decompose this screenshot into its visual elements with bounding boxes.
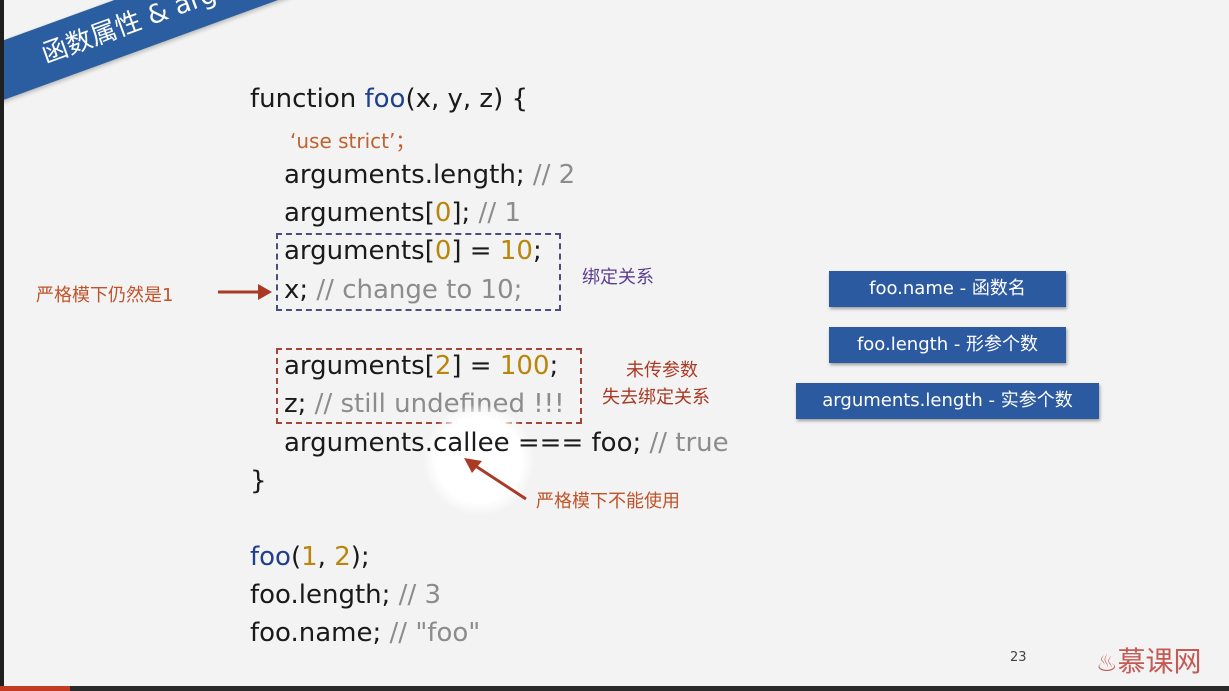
code-text: , bbox=[317, 542, 335, 572]
code-number: 0 bbox=[434, 198, 452, 228]
note-strict-still-one: 严格模下仍然是1 bbox=[36, 285, 174, 306]
code-line-call: foo(1, 2); bbox=[250, 542, 370, 572]
slide: 函数属性 & arguments function foo(x, y, z) {… bbox=[4, 0, 1229, 691]
video-progress-bar[interactable] bbox=[0, 686, 1229, 691]
code-line-use-strict: ‘use strict’； bbox=[290, 129, 416, 153]
logo: ♨慕课网 bbox=[1096, 640, 1202, 680]
code-fn-params: (x, y, z) { bbox=[405, 84, 529, 114]
code-number: 10 bbox=[499, 236, 533, 266]
note-lose-binding: 失去绑定关系 bbox=[602, 387, 710, 408]
info-arguments-length[interactable]: arguments.length - 实参个数 bbox=[796, 383, 1099, 419]
code-comment: // 1 bbox=[470, 198, 521, 228]
info-foo-name[interactable]: foo.name - 函数名 bbox=[829, 271, 1066, 307]
code-number: 0 bbox=[434, 236, 452, 266]
code-text: ]; bbox=[451, 198, 471, 228]
code-line-x: x; // change to 10; bbox=[284, 275, 522, 305]
code-line-foo-length: foo.length; // 3 bbox=[250, 580, 441, 610]
code-comment: // 3 bbox=[390, 580, 442, 610]
code-number: 2 bbox=[434, 351, 452, 381]
code-line-arguments-0: arguments[0]; // 1 bbox=[284, 198, 521, 228]
cursor-highlight bbox=[424, 405, 534, 515]
code-text: z; bbox=[284, 389, 307, 419]
code-comment: // "foo" bbox=[381, 618, 481, 648]
arrow-right-icon bbox=[218, 284, 272, 300]
code-text: ] = bbox=[451, 236, 500, 266]
note-binding: 绑定关系 bbox=[582, 267, 654, 288]
info-foo-length[interactable]: foo.length - 形参个数 bbox=[829, 327, 1066, 363]
code-text: ] = bbox=[451, 351, 500, 381]
binding-box bbox=[276, 233, 561, 311]
code-line-z: z; // still undefined !!! bbox=[284, 389, 565, 419]
code-text: arguments[ bbox=[284, 236, 435, 266]
code-line-function: function foo(x, y, z) { bbox=[250, 84, 528, 114]
code-number: 2 bbox=[334, 542, 351, 572]
code-text: ); bbox=[350, 542, 370, 572]
code-comment: // still undefined !!! bbox=[306, 389, 565, 419]
code-comment: // true bbox=[641, 428, 729, 458]
code-text: foo.length; bbox=[250, 580, 391, 610]
code-line-set-arguments-0: arguments[0] = 10; bbox=[284, 236, 542, 266]
code-text: ( bbox=[290, 542, 302, 572]
code-comment: // change to 10; bbox=[308, 275, 523, 305]
code-number: 1 bbox=[301, 542, 318, 572]
code-text: arguments.callee === foo; bbox=[284, 428, 642, 458]
code-line-arguments-length: arguments.length; // 2 bbox=[284, 160, 575, 190]
code-text: arguments.length; bbox=[284, 160, 525, 190]
code-line-set-arguments-2: arguments[2] = 100; bbox=[284, 351, 558, 381]
code-text: foo.name; bbox=[250, 618, 382, 648]
note-not-passed: 未传参数 bbox=[626, 360, 698, 381]
lose-binding-box bbox=[276, 348, 582, 424]
code-fn-name: foo bbox=[250, 542, 291, 572]
code-text: arguments[ bbox=[284, 198, 435, 228]
code-close-brace: } bbox=[250, 466, 267, 496]
flame-icon: ♨ bbox=[1096, 649, 1118, 677]
arrow-up-left-icon bbox=[464, 458, 527, 501]
code-text: arguments[ bbox=[284, 351, 435, 381]
code-line-foo-name: foo.name; // "foo" bbox=[250, 618, 480, 648]
logo-text: 慕课网 bbox=[1117, 645, 1202, 678]
video-progress-fill bbox=[0, 686, 70, 691]
code-keyword: function bbox=[250, 84, 365, 114]
note-strict-no-use: 严格模下不能使用 bbox=[536, 491, 680, 512]
code-text: x; bbox=[284, 275, 309, 305]
page-number: 23 bbox=[1010, 650, 1027, 665]
code-line-callee: arguments.callee === foo; // true bbox=[284, 428, 729, 458]
code-fn-name: foo bbox=[364, 84, 406, 114]
code-number: 100 bbox=[499, 351, 550, 381]
code-text: ; bbox=[532, 236, 542, 266]
code-text: ; bbox=[549, 351, 559, 381]
code-comment: // 2 bbox=[524, 160, 576, 190]
